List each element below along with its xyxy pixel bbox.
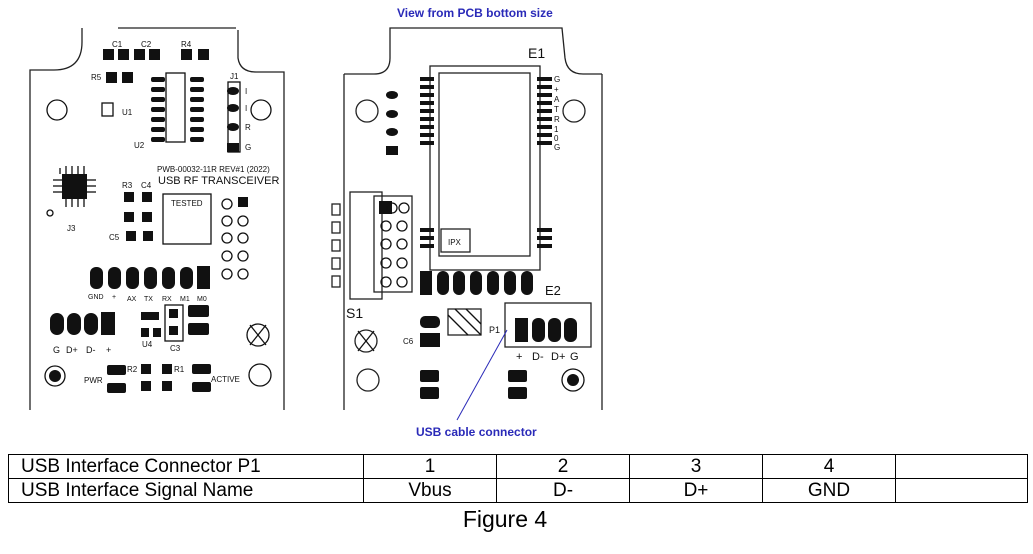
header-pin-3: AX	[127, 296, 137, 303]
right-board-labels: E1 G + A T R 1 0 G IPX E2 S1 C6 P1 + D- …	[346, 45, 579, 439]
e1-pin-1: G	[554, 75, 560, 84]
row-label: USB Interface Connector P1	[8, 454, 364, 479]
p1-pin-dplus: D+	[551, 351, 565, 363]
label-ipx: IPX	[448, 238, 462, 247]
e1-pin-2: +	[554, 85, 559, 94]
usb-pin-g: G	[53, 345, 60, 355]
table-cell: 3	[629, 454, 763, 479]
table-cell: 2	[496, 454, 630, 479]
header-pin-4: TX	[144, 296, 153, 303]
label-e1: E1	[528, 45, 545, 61]
label-p1: P1	[489, 325, 500, 335]
left-board-labels: C1 C2 R4 R5 U1 U2 J1 I I R G PWB-00032-1…	[53, 40, 279, 385]
label-c2: C2	[141, 40, 152, 49]
table-cell	[895, 454, 1028, 479]
j1-pin-3: R	[245, 123, 251, 132]
label-c1: C1	[112, 40, 123, 49]
right-board	[331, 27, 603, 410]
callout-line	[456, 329, 508, 421]
label-c6: C6	[403, 337, 414, 346]
label-c5: C5	[109, 233, 120, 242]
table-row: USB Interface Connector P1 1 2 3 4	[8, 454, 1028, 479]
label-c4: C4	[141, 181, 152, 190]
label-c3: C3	[170, 344, 181, 353]
e1-pin-3: A	[554, 95, 560, 104]
p1-pin-dminus: D-	[532, 351, 544, 363]
label-u4: U4	[142, 340, 153, 349]
header-pin-1: GND	[88, 294, 104, 301]
table-cell	[895, 478, 1028, 503]
label-r3: R3	[122, 181, 133, 190]
usb-pin-dplus: D+	[66, 345, 78, 355]
usb-pin-plus: +	[106, 345, 111, 355]
header-pin-5: RX	[162, 296, 172, 303]
label-r4: R4	[181, 40, 192, 49]
callout-label: USB cable connector	[416, 425, 537, 439]
table-cell: Vbus	[363, 478, 497, 503]
e1-pin-4: T	[554, 105, 559, 114]
p1-pin-g: G	[570, 351, 579, 363]
label-s1: S1	[346, 305, 363, 321]
left-board	[29, 27, 285, 410]
label-r1: R1	[174, 365, 185, 374]
usb-pin-dminus: D-	[86, 345, 96, 355]
j1-pin-2: I	[245, 104, 247, 113]
j1-pin-1: I	[245, 87, 247, 96]
label-j3: J3	[67, 224, 76, 233]
j1-pin-4: G	[245, 143, 251, 152]
e1-pin-6: 1	[554, 125, 559, 134]
label-active: ACTIVE	[211, 375, 240, 384]
part-number: PWB-00032-11R REV#1 (2022)	[157, 165, 270, 174]
label-pwr: PWR	[84, 376, 103, 385]
table-cell: D-	[496, 478, 630, 503]
header-pin-7: M0	[197, 296, 207, 303]
label-r2: R2	[127, 365, 138, 374]
header-pin-6: M1	[180, 296, 190, 303]
label-r5: R5	[91, 73, 102, 82]
usb-pinout-table: USB Interface Connector P1 1 2 3 4 USB I…	[8, 454, 1028, 503]
table-cell: D+	[629, 478, 763, 503]
p1-pin-plus: +	[516, 351, 522, 363]
figure-caption: Figure 4	[462, 506, 548, 532]
label-u1: U1	[122, 108, 133, 117]
table-cell: 1	[363, 454, 497, 479]
table-cell: GND	[762, 478, 896, 503]
label-e2: E2	[545, 283, 561, 298]
e1-pin-8: G	[554, 143, 560, 152]
e1-pin-5: R	[554, 115, 560, 124]
tested-label: TESTED	[171, 199, 203, 208]
row-label: USB Interface Signal Name	[8, 478, 364, 503]
table-cell: 4	[762, 454, 896, 479]
header-pin-2: +	[112, 294, 116, 301]
pcb-diagram: C1 C2 R4 R5 U1 U2 J1 I I R G PWB-00032-1…	[29, 6, 603, 439]
board-title: USB RF TRANSCEIVER	[158, 175, 279, 187]
table-row: USB Interface Signal Name Vbus D- D+ GND	[8, 478, 1028, 503]
label-u2: U2	[134, 141, 145, 150]
label-j1: J1	[230, 72, 239, 81]
view-heading: View from PCB bottom size	[397, 6, 553, 20]
e1-pin-7: 0	[554, 134, 559, 143]
